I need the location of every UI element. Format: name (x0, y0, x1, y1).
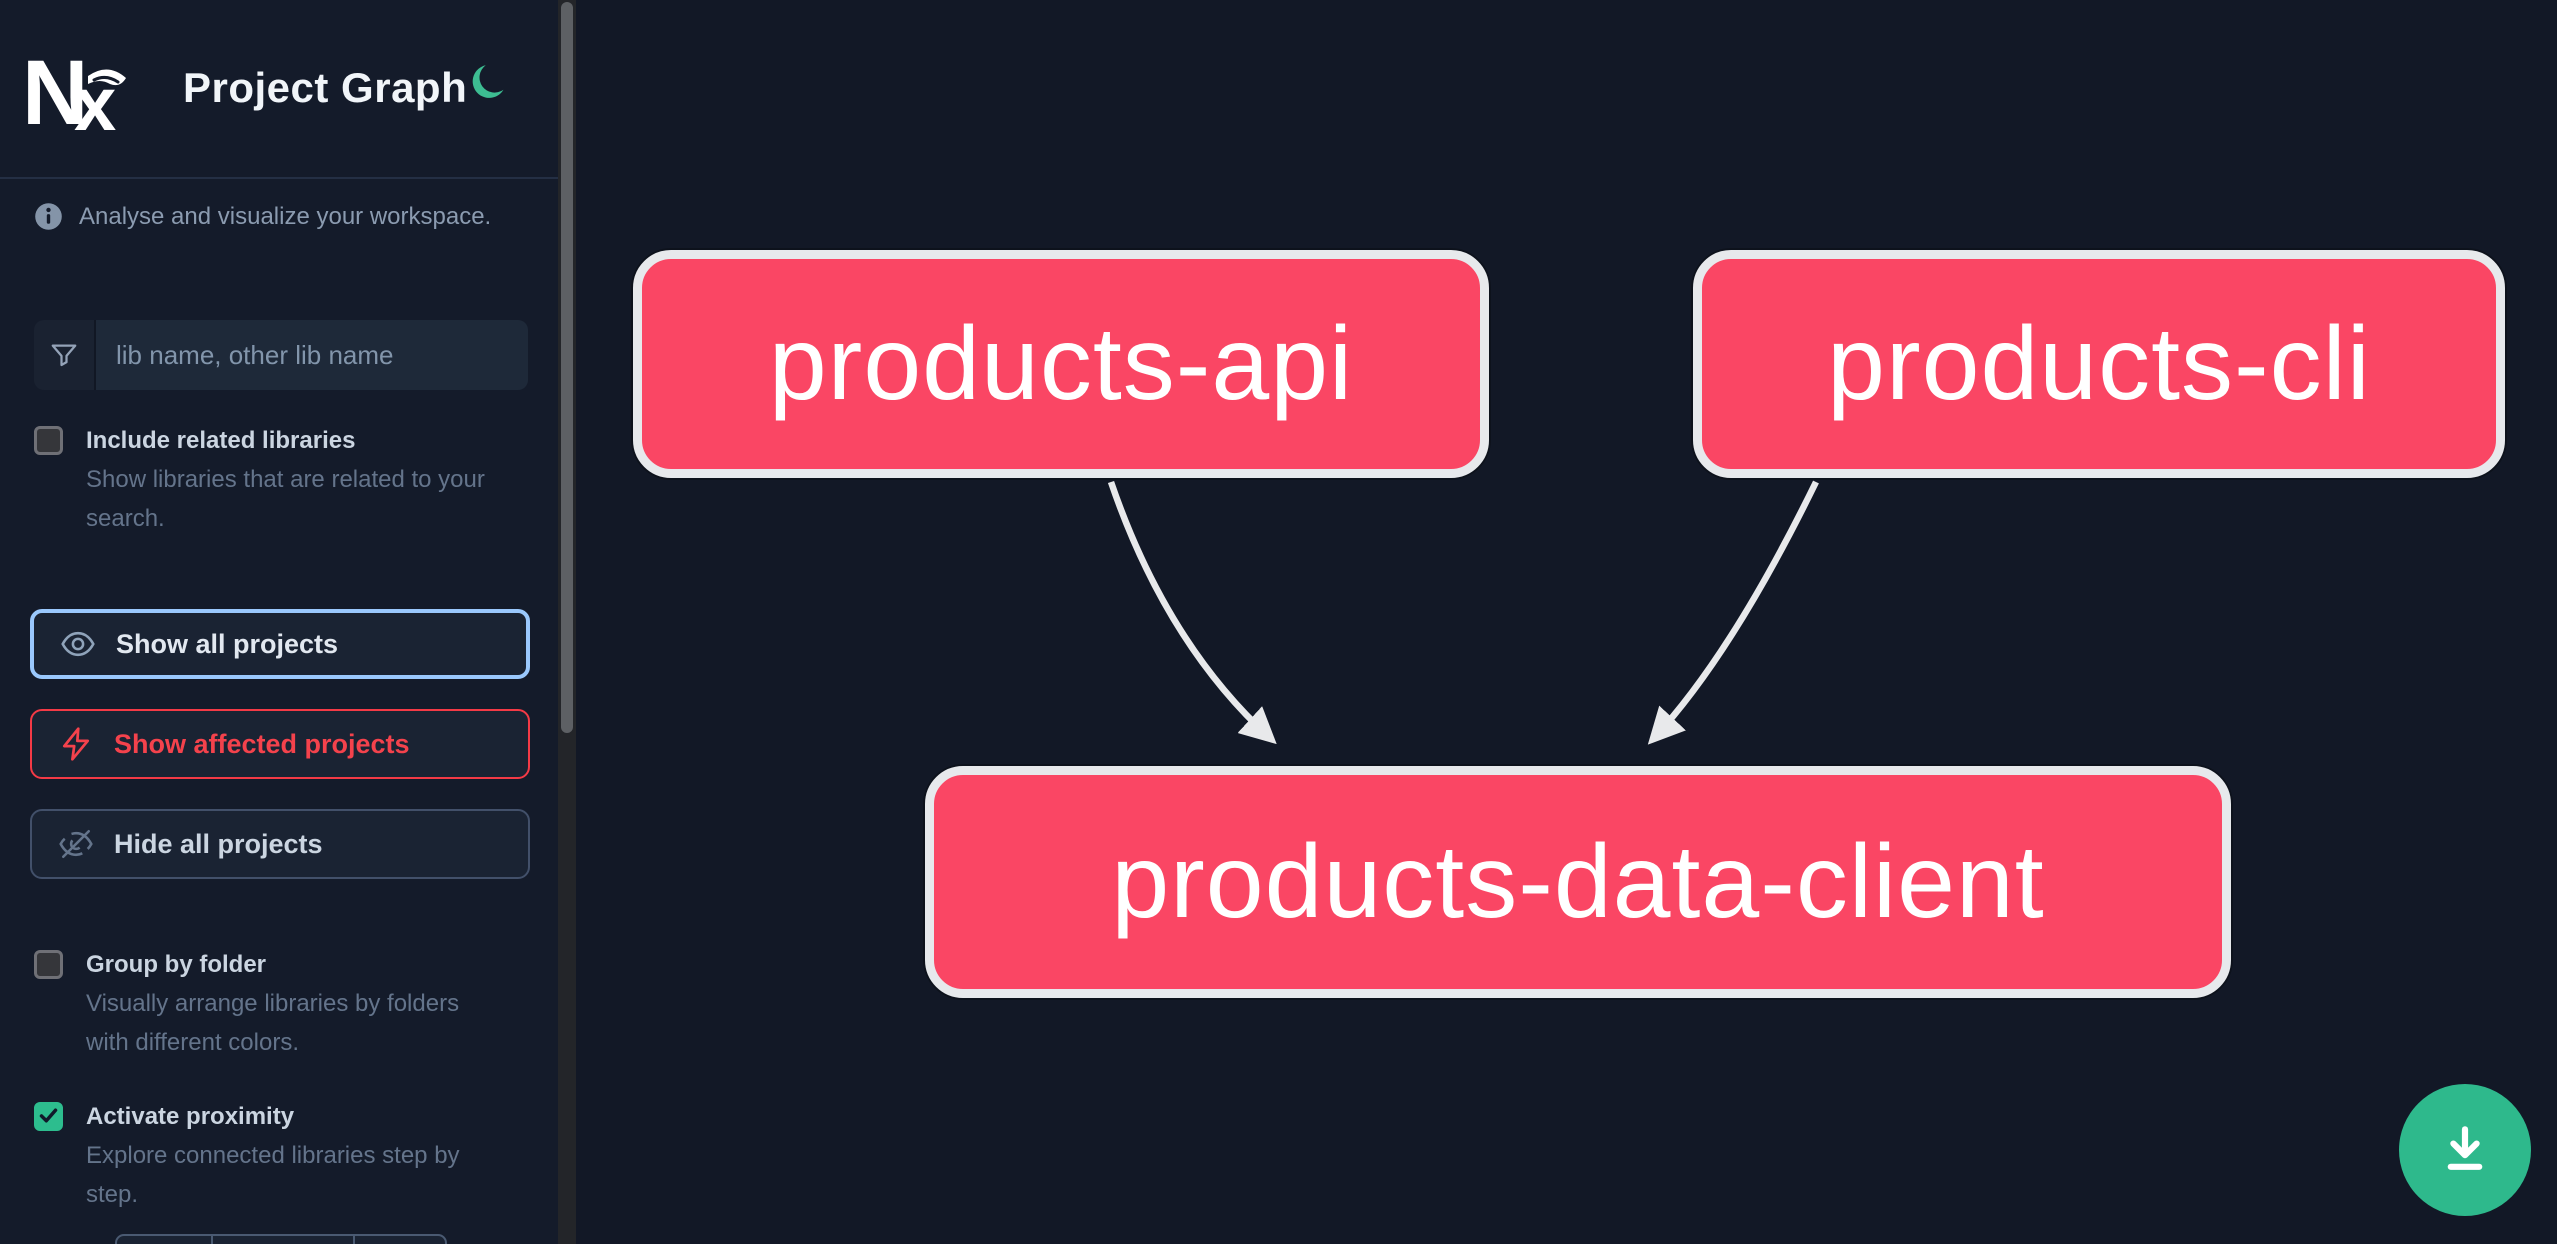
workspace-info-text: Analyse and visualize your workspace. (79, 202, 492, 230)
group-by-folder-description: Visually arrange libraries by folders wi… (86, 990, 460, 1056)
filter-funnel-icon (51, 344, 77, 367)
node-label: products-cli (1827, 305, 2371, 422)
show-all-projects-label: Show all projects (116, 628, 339, 659)
page-title: Project Graph (183, 64, 468, 111)
group-by-folder-checkbox[interactable] (34, 950, 63, 979)
svg-text:N: N (28, 48, 88, 136)
search-bar (34, 320, 528, 390)
bolt-icon (62, 727, 90, 761)
download-icon (2447, 1126, 2483, 1170)
hide-all-projects-button[interactable]: Hide all projects (30, 809, 530, 879)
check-icon (39, 1108, 58, 1123)
eye-off-icon (59, 829, 93, 859)
moon-icon (472, 64, 504, 98)
node-products-cli[interactable]: products-cli (1693, 250, 2505, 478)
dark-mode-toggle[interactable] (466, 60, 514, 108)
node-products-data-client[interactable]: products-data-client (925, 766, 2231, 998)
sidebar-scrollbar[interactable] (558, 0, 576, 1244)
activate-proximity-checkbox[interactable] (34, 1102, 63, 1131)
activate-proximity-row: Activate proximity Explore connected lib… (34, 1100, 514, 1214)
activate-proximity-description: Explore connected libraries step by step… (86, 1142, 460, 1208)
search-input[interactable] (96, 320, 528, 390)
include-related-description: Show libraries that are related to your … (86, 466, 485, 532)
stepper-divider (211, 1236, 213, 1244)
node-products-api[interactable]: products-api (633, 250, 1489, 478)
proximity-depth-stepper[interactable] (115, 1234, 447, 1244)
include-related-checkbox[interactable] (34, 426, 63, 455)
group-by-folder-row: Group by folder Visually arrange librari… (34, 948, 514, 1062)
scrollbar-thumb[interactable] (561, 2, 573, 733)
show-affected-projects-label: Show affected projects (114, 728, 410, 759)
graph-canvas[interactable]: products-api products-cli products-data-… (576, 0, 2557, 1244)
node-label: products-api (768, 305, 1354, 422)
dependency-edges (1107, 480, 1819, 745)
filter-icon-cell (34, 320, 96, 390)
include-related-row: Include related libraries Show libraries… (34, 424, 514, 538)
include-related-label[interactable]: Include related libraries (86, 427, 356, 454)
node-label: products-data-client (1111, 823, 2045, 940)
download-graph-button[interactable] (2399, 1084, 2531, 1216)
hide-all-projects-label: Hide all projects (114, 828, 323, 859)
show-all-projects-button[interactable]: Show all projects (30, 609, 530, 679)
edge-products-api-to-data-client (1107, 480, 1277, 745)
edge-products-cli-to-data-client (1647, 480, 1819, 745)
info-icon (35, 203, 62, 230)
stepper-divider (353, 1236, 355, 1244)
show-affected-projects-button[interactable]: Show affected projects (30, 709, 530, 779)
workspace-info-row: Analyse and visualize your workspace. (34, 202, 491, 231)
eye-icon (61, 631, 95, 657)
nx-logo: N x (28, 48, 126, 136)
activate-proximity-label[interactable]: Activate proximity (86, 1103, 295, 1130)
sidebar: N x Project Graph Analyse and visualize … (0, 0, 558, 1244)
sidebar-header: N x Project Graph (0, 0, 558, 179)
group-by-folder-label[interactable]: Group by folder (86, 951, 266, 978)
